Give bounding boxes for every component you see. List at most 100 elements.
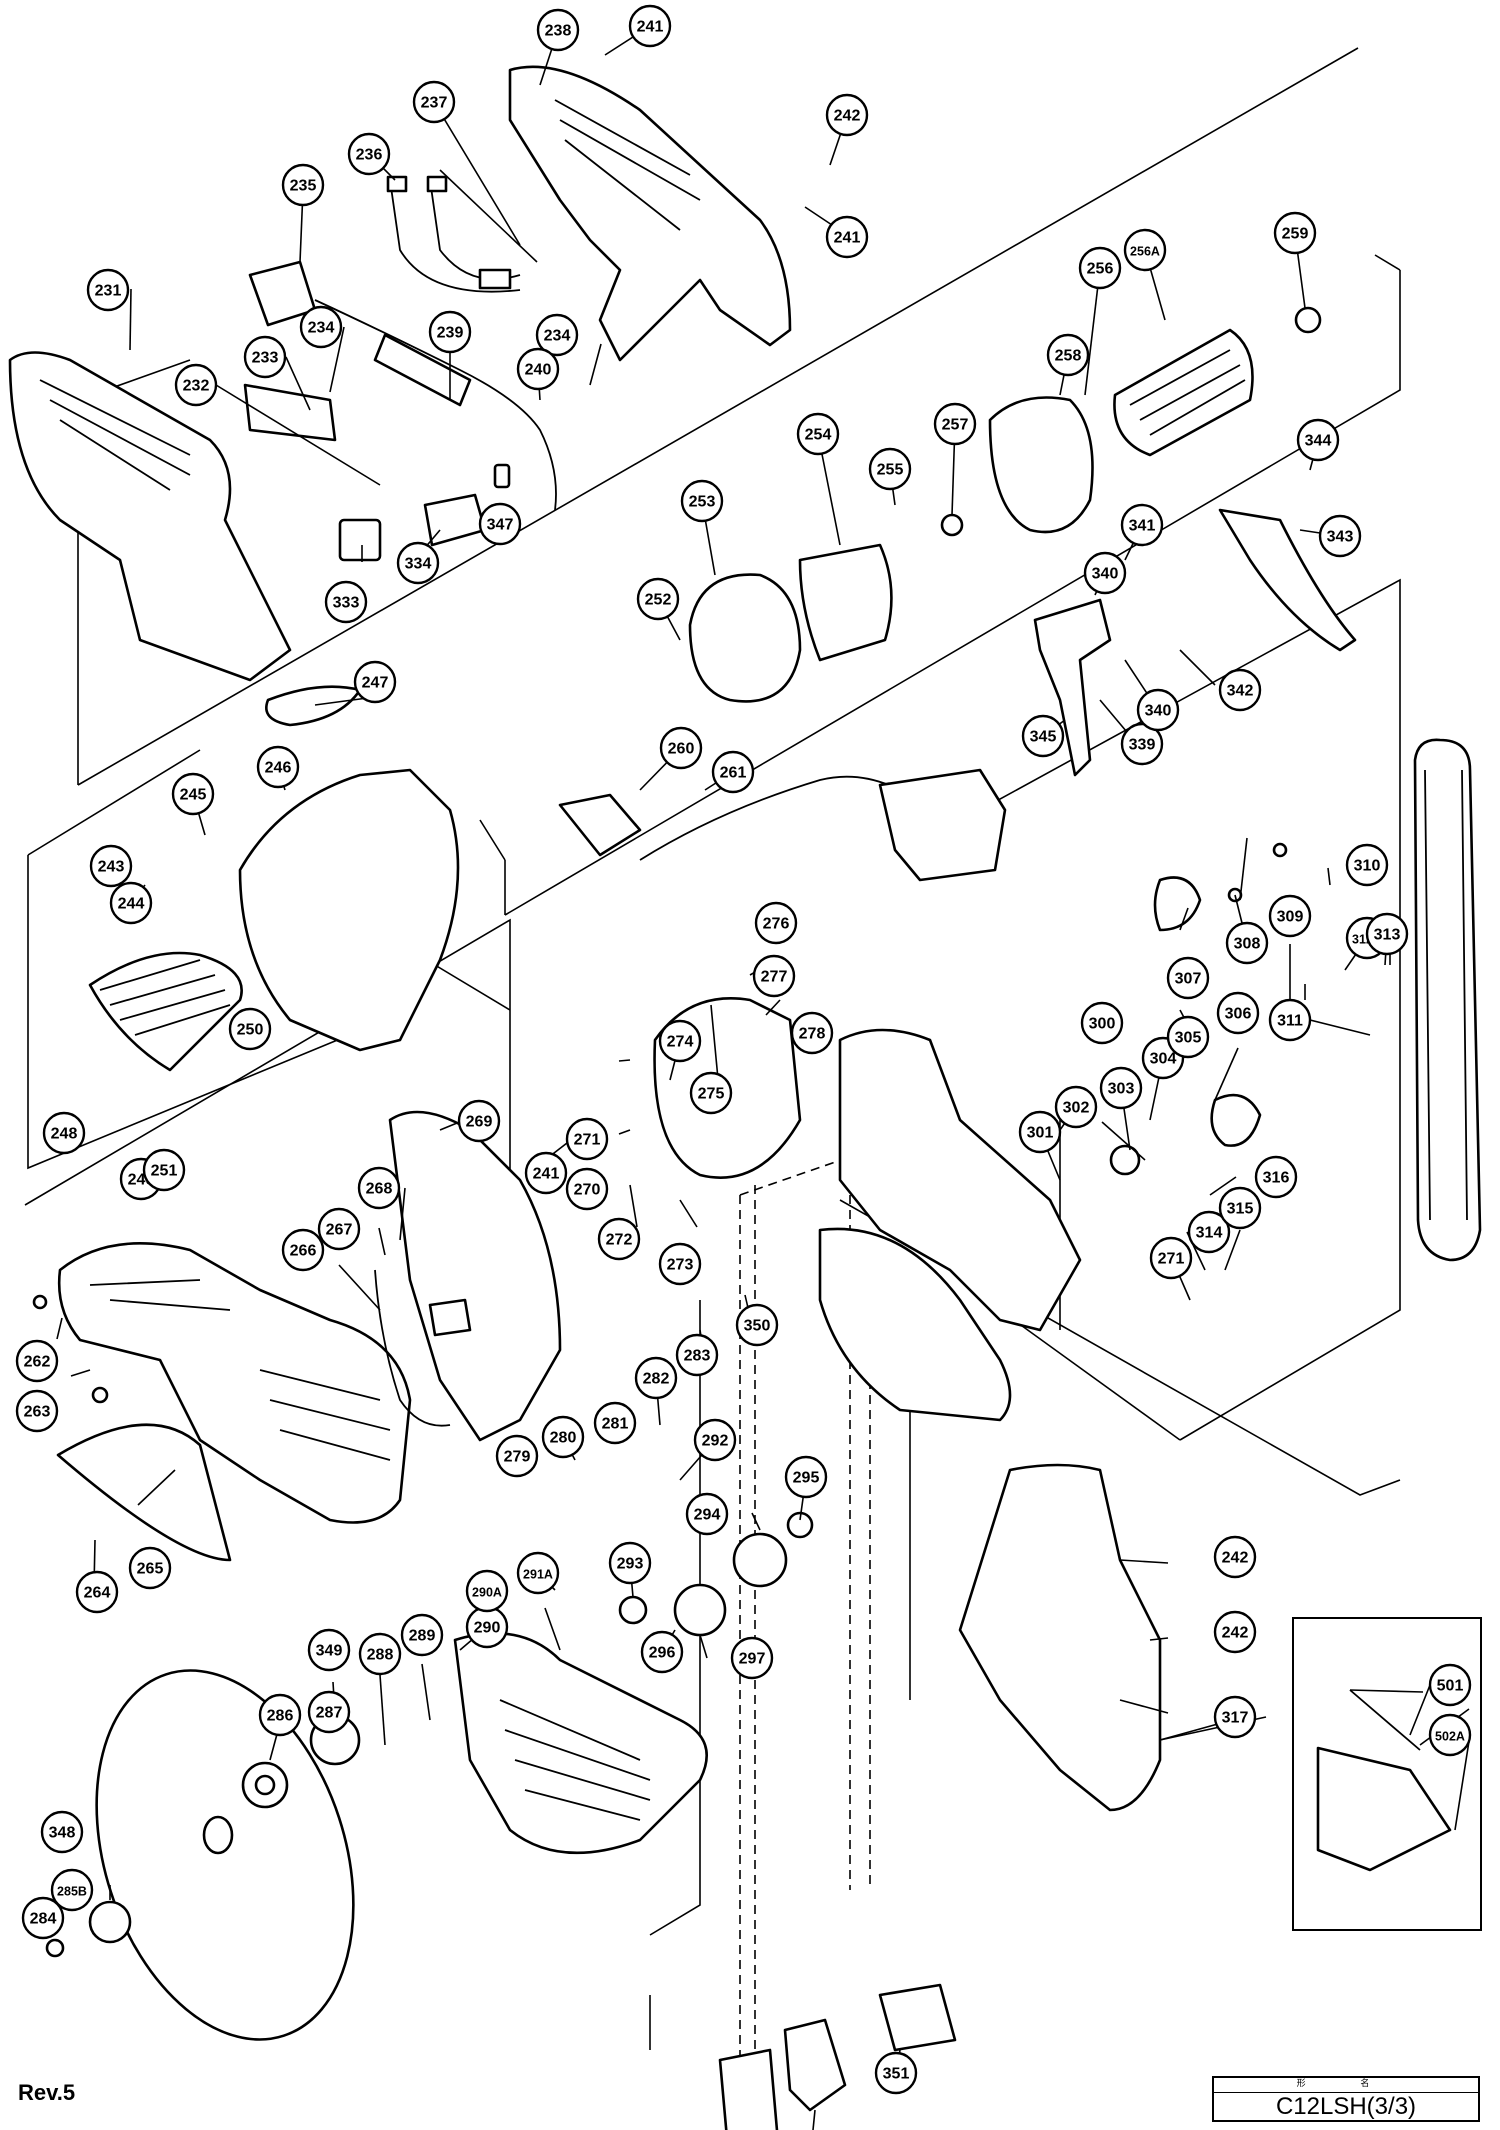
callout-label: 266: [290, 1243, 317, 1260]
callout-label: 246: [265, 760, 292, 777]
callout-263: 263: [15, 1389, 59, 1433]
callout-308: 308: [1225, 921, 1269, 965]
callout-label: 333: [333, 595, 360, 612]
callout-241: 241: [628, 4, 672, 48]
callout-label: 304: [1150, 1051, 1177, 1068]
callout-345: 345: [1021, 714, 1065, 758]
callout-label: 254: [805, 427, 832, 444]
callout-label: 340: [1145, 703, 1172, 720]
callout-label: 242: [1222, 1625, 1249, 1642]
callout-circle: [396, 541, 440, 585]
callout-circle: [109, 881, 153, 925]
callout-label: 309: [1277, 909, 1304, 926]
callout-label: 339: [1129, 737, 1156, 754]
callout-label: 271: [574, 1132, 601, 1149]
callout-340: 340: [1136, 688, 1180, 732]
callout-label: 278: [799, 1026, 826, 1043]
callout-234: 234: [299, 305, 343, 349]
callout-circle: [658, 1242, 702, 1286]
callout-circle: [478, 502, 522, 546]
callout-label: 239: [437, 325, 464, 342]
callout-circle: [1254, 1155, 1298, 1199]
callout-circle: [1099, 1066, 1143, 1110]
callout-label: 236: [356, 147, 383, 164]
callout-label: 268: [366, 1181, 393, 1198]
callout-232: 232: [174, 363, 218, 407]
callout-label: 238: [545, 23, 572, 40]
callout-315: 315: [1218, 1186, 1262, 1230]
callout-290: 290: [465, 1605, 509, 1649]
callout-label: 313: [1374, 927, 1401, 944]
callout-label: 302: [1063, 1100, 1090, 1117]
callout-label: 296: [649, 1645, 676, 1662]
callout-circle: [1083, 551, 1127, 595]
callout-circle: [1268, 894, 1312, 938]
callout-circle: [128, 1546, 172, 1590]
callout-circle: [825, 215, 869, 259]
callout-circle: [933, 402, 977, 446]
callout-circle: [228, 1007, 272, 1051]
callout-circle: [174, 363, 218, 407]
callout-268: 268: [357, 1166, 401, 1210]
callout-242: 242: [825, 93, 869, 137]
callout-circle: [75, 1570, 119, 1614]
callout-280: 280: [541, 1415, 585, 1459]
callout-circle: [307, 1628, 351, 1672]
callout-334: 334: [396, 541, 440, 585]
callout-label: 287: [316, 1705, 343, 1722]
callout-label: 317: [1222, 1710, 1249, 1727]
callout-248: 248: [42, 1111, 86, 1155]
callout-circle: [524, 1151, 568, 1195]
callout-label: 334: [405, 556, 432, 573]
callout-circle: [1166, 956, 1210, 1000]
callout-label: 259: [1282, 226, 1309, 243]
callout-label: 344: [1305, 433, 1332, 450]
callout-circle: [1213, 1695, 1257, 1739]
callout-307: 307: [1166, 956, 1210, 1000]
callout-283: 283: [675, 1333, 719, 1377]
callout-label: 244: [118, 896, 145, 913]
callout-circle: [693, 1418, 737, 1462]
callout-circle: [465, 1569, 509, 1613]
callout-circle: [565, 1167, 609, 1211]
callout-313: 313: [1365, 912, 1409, 956]
callout-circle: [711, 750, 755, 794]
callout-circle: [874, 2051, 918, 2095]
callout-label: 306: [1225, 1006, 1252, 1023]
callout-275: 275: [689, 1071, 733, 1115]
callout-label: 349: [316, 1643, 343, 1660]
callout-259: 259: [1273, 211, 1317, 255]
callout-circle: [516, 1551, 560, 1595]
callout-264: 264: [75, 1570, 119, 1614]
callout-241: 241: [825, 215, 869, 259]
callout-label: 351: [883, 2066, 910, 2083]
callout-label: 264: [84, 1585, 111, 1602]
callout-circle: [754, 901, 798, 945]
callout-label: 501: [1437, 1678, 1464, 1695]
callout-270: 270: [565, 1167, 609, 1211]
callout-351: 351: [874, 2051, 918, 2095]
callout-circle: [281, 1228, 325, 1272]
callout-277: 277: [752, 954, 796, 998]
callout-247: 247: [353, 660, 397, 704]
callout-label: 303: [1108, 1081, 1135, 1098]
callout-circle: [86, 268, 130, 312]
callout-label: 297: [739, 1651, 766, 1668]
callout-circle: [1225, 921, 1269, 965]
callout-label: 261: [720, 765, 747, 782]
callout-circle: [1345, 843, 1389, 887]
title-block: 形 名 C12LSH(3/3): [1212, 2076, 1480, 2122]
callout-231: 231: [86, 268, 130, 312]
callout-label: 274: [667, 1034, 694, 1051]
callout-242: 242: [1213, 1535, 1257, 1579]
callout-circle: [495, 1434, 539, 1478]
callout-262: 262: [15, 1339, 59, 1383]
callout-circle: [516, 347, 560, 391]
callout-circle: [1273, 211, 1317, 255]
callout-label: 258: [1055, 348, 1082, 365]
callout-284: 284: [21, 1896, 65, 1940]
callout-circle: [1216, 991, 1260, 1035]
callout-label: 310: [1354, 858, 1381, 875]
callout-label: 311: [1277, 1013, 1303, 1030]
